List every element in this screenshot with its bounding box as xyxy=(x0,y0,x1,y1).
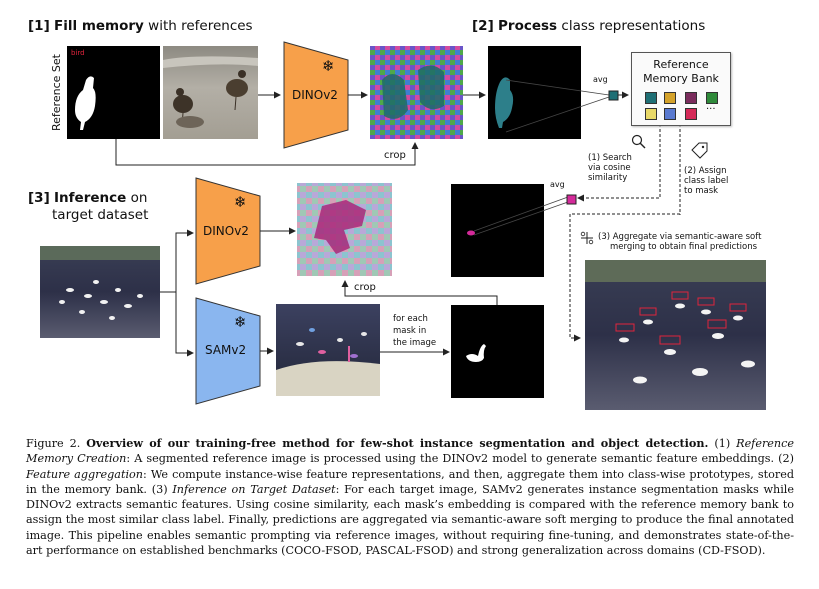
bank-swatch-1 xyxy=(645,92,657,104)
bank-swatch-3 xyxy=(685,92,697,104)
section-3-heading-line-2: target dataset xyxy=(52,207,149,223)
avg-top-label: avg xyxy=(593,75,608,84)
section-2-rest: class representations xyxy=(561,18,706,34)
pipeline-diagram xyxy=(40,41,766,410)
tag-icon xyxy=(691,142,708,159)
bank-swatch-4 xyxy=(706,92,718,104)
bank-swatch-6 xyxy=(664,108,676,120)
target-image xyxy=(40,246,160,338)
bank-swatch-7 xyxy=(685,108,697,120)
caption-p1-num: (1) xyxy=(714,437,731,450)
caption-p2-head: Feature aggregation xyxy=(26,467,143,481)
caption-figure-label: Figure 2. xyxy=(26,437,81,450)
dinov2-bottom-label: DINOv2 xyxy=(203,224,249,238)
target-masked-features xyxy=(451,184,544,277)
method-figure: [1] Fill memory with references [2] Proc… xyxy=(28,18,766,410)
crop-bottom-label: crop xyxy=(354,282,376,293)
dinov2-top-label: DINOv2 xyxy=(292,88,338,102)
snowflake-icon-top: ❄ xyxy=(322,57,335,75)
masked-bird-features xyxy=(495,77,514,128)
magnifier-icon xyxy=(631,134,646,149)
assign-annotation: (2) Assign class label to mask xyxy=(684,166,729,196)
section-1-number: [1] xyxy=(28,18,50,34)
avg-prototype-bottom xyxy=(566,194,577,205)
search-annotation: (1) Search via cosine similarity xyxy=(588,153,632,183)
section-1-bold: Fill memory xyxy=(54,18,144,34)
section-1-rest: with references xyxy=(148,18,253,34)
section-2-bold: Process xyxy=(498,18,558,34)
samv2-label: SAMv2 xyxy=(205,343,247,357)
section-1-heading: [1] Fill memory with references xyxy=(28,18,253,34)
samv2-encoder xyxy=(195,297,261,405)
single-mask-image xyxy=(451,305,544,398)
reference-memory-bank: Reference Memory Bank ··· xyxy=(631,52,731,126)
section-3-rest-1: on xyxy=(130,190,148,206)
snowflake-icon-middle: ❄ xyxy=(234,193,247,211)
section-3-heading: [3] Inference on xyxy=(28,190,147,206)
aggregate-annotation: (3) Aggregate via semantic-aware soft me… xyxy=(598,232,762,252)
crop-top-label: crop xyxy=(384,150,406,161)
caption-p3-head: Inference on Target Dataset xyxy=(172,482,336,496)
single-swan-mask xyxy=(466,344,486,362)
caption-p3-text: : For each target image, SAMv2 generates… xyxy=(26,482,795,558)
bank-title-line-1: Reference xyxy=(653,58,709,71)
section-3-bold: Inference xyxy=(54,190,127,206)
dinov2-encoder-top xyxy=(283,41,349,149)
merge-icon xyxy=(580,231,594,245)
bank-swatch-5 xyxy=(645,108,657,120)
snowflake-icon-bottom: ❄ xyxy=(234,313,247,331)
caption-p2-text: : We compute instance-wise feature repre… xyxy=(26,467,794,496)
caption-title: Overview of our training-free method for… xyxy=(86,436,709,450)
avg-prototype-top xyxy=(608,90,619,101)
section-2-heading: [2] Process class representations xyxy=(472,18,705,34)
for-each-mask-annotation: for each mask in the image xyxy=(393,314,437,348)
figure-caption: Figure 2. Overview of our training-free … xyxy=(26,436,794,558)
bank-ellipsis: ··· xyxy=(706,104,716,115)
caption-p1-text: : A segmented reference image is process… xyxy=(126,452,794,466)
mask-class-tag: bird xyxy=(71,49,85,57)
section-2-number: [2] xyxy=(472,18,494,34)
caption-p1-head: Reference Memory Creation xyxy=(26,437,795,466)
reference-bird-mask xyxy=(75,76,96,130)
final-predictions-image xyxy=(585,260,766,410)
dinov2-encoder-bottom xyxy=(195,177,261,285)
masked-swan-features xyxy=(467,230,475,236)
section-3-number: [3] xyxy=(28,190,50,206)
bank-title-line-2: Memory Bank xyxy=(643,72,719,85)
avg-bottom-label: avg xyxy=(550,180,565,189)
bank-swatch-2 xyxy=(664,92,676,104)
